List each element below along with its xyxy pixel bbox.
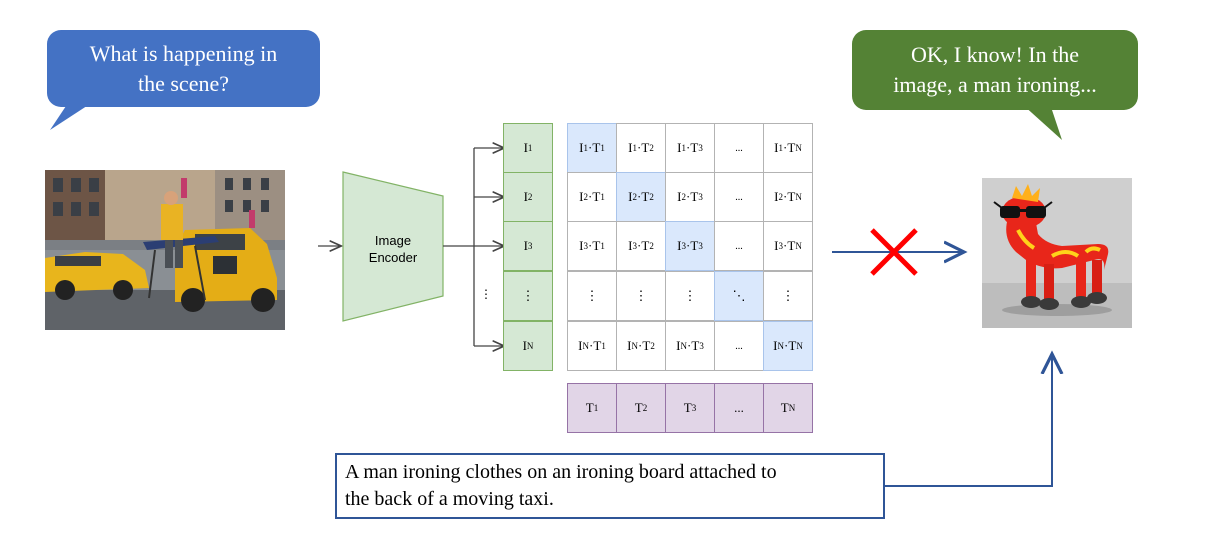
similarity-cell: ⋮ [567, 271, 617, 321]
answer-line-1: OK, I know! In the [910, 42, 1079, 67]
image-feature-cell: ⋮ [503, 271, 553, 321]
generated-image [982, 178, 1132, 328]
encoder-line-1: Image [374, 233, 412, 248]
taxi-ironing-photo-icon [45, 170, 285, 330]
question-line-2: the scene? [137, 70, 229, 96]
similarity-cell: ⋱ [714, 271, 764, 321]
question-bubble-tail [50, 100, 96, 130]
similarity-cell: ... [714, 123, 764, 173]
caption-to-image-arrow [885, 356, 1052, 487]
image-encoder-shape [342, 171, 444, 322]
fire-creature-with-sunglasses-icon [982, 178, 1132, 328]
caption-line-1: A man ironing clothes on an ironing boar… [345, 461, 777, 483]
image-encoder-label: Image Encoder [348, 232, 438, 266]
side-dots: ⋮ [480, 287, 492, 301]
similarity-cell: ⋮ [616, 271, 666, 321]
caption-box: A man ironing clothes on an ironing boar… [335, 453, 885, 519]
similarity-cell: ... [714, 172, 764, 222]
answer-bubble: OK, I know! In the image, a man ironing.… [852, 30, 1138, 110]
answer-bubble-tail [1022, 104, 1062, 140]
similarity-cell: ⋮ [763, 271, 813, 321]
text-feature-cell: ... [714, 383, 764, 433]
caption-line-2: the back of a moving taxi. [345, 488, 554, 510]
red-cross-icon [870, 228, 918, 276]
question-line-1: What is happening in [89, 40, 278, 66]
similarity-cell: ... [714, 321, 764, 371]
similarity-cell: ⋮ [665, 271, 715, 321]
similarity-cell: ... [714, 221, 764, 271]
question-bubble: What is happening in the scene? [47, 30, 320, 107]
scene-photo [45, 170, 285, 330]
answer-line-2: image, a man ironing... [893, 72, 1097, 97]
encoder-line-2: Encoder [368, 250, 418, 265]
